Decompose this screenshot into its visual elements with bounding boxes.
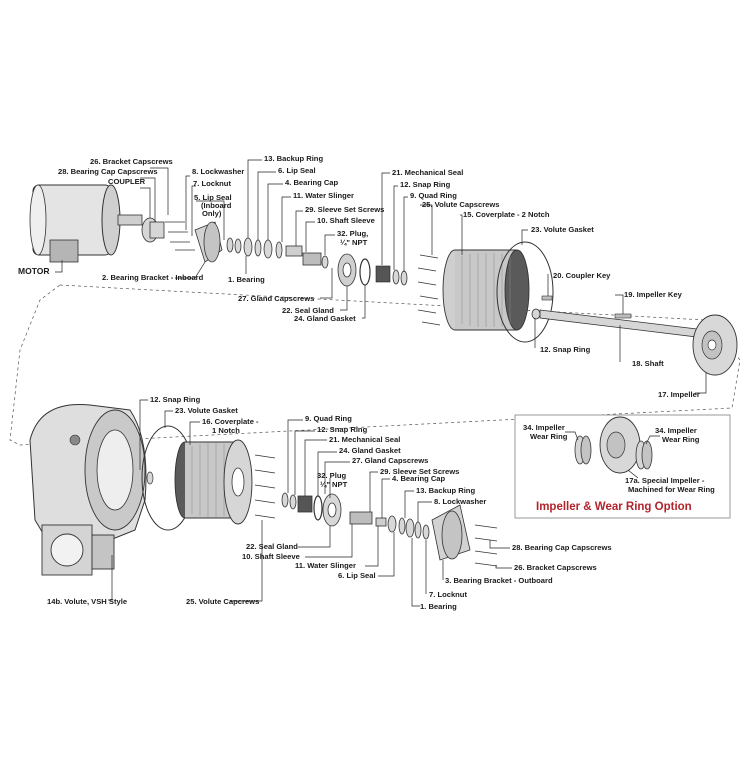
label-10-shaft-sleeve-top: 10. Shaft Sleeve [317,216,375,225]
label-4-bearing-cap-lower: 4. Bearing Cap [392,474,446,483]
label-22-seal-gland-lower: 22. Seal Gland [246,542,298,551]
option-wear-ring-right [635,440,653,470]
label-coupler: COUPLER [108,177,146,186]
label-12-snap-ring-top: 12. Snap Ring [400,180,451,189]
label-7-locknut-top: 7. Locknut [193,179,231,188]
outboard-seal-stack [281,492,342,527]
label-29-sleeve-set-screws-lower: 29. Sleeve Set Screws [380,467,459,476]
leader-lines [55,159,707,607]
label-19-impeller-key: 19. Impeller Key [624,290,683,299]
label-32-plug-line2-top: ¼" NPT [340,238,368,247]
bearing-bracket-outboard [431,504,471,561]
label-34-wear-ring-right-line2: Wear Ring [662,435,700,444]
label-34-wear-ring-left-line2: Wear Ring [530,432,568,441]
coupler-part [141,217,165,243]
label-24-gland-gasket-lower: 24. Gland Gasket [339,446,401,455]
label-25-volute-capscrews-top: 25. Volute Capscrews [422,200,500,209]
label-32-plug-line2-lower: ¼" NPT [320,480,348,489]
option-special-impeller [599,416,641,474]
dashed-axis-connector [9,284,741,446]
label-21-mechanical-seal-lower: 21. Mechanical Seal [329,435,400,444]
label-9-quad-ring-lower: 9. Quad Ring [305,414,352,423]
label-32-plug-line1-top: 32. Plug, [337,229,368,238]
option-title: Impeller & Wear Ring Option [536,501,692,513]
label-23-volute-gasket-top: 23. Volute Gasket [531,225,594,234]
coverplate-2-notch [442,249,530,331]
label-24-gland-gasket-top: 24. Gland Gasket [294,314,356,323]
label-3-bearing-bracket-outboard: 3. Bearing Bracket - Outboard [445,576,553,585]
label-8-lockwasher-lower: 8. Lockwasher [434,497,486,506]
label-16-coverplate-line1: 16. Coverplate - [202,417,259,426]
label-13-backup-ring-lower: 13. Backup Ring [416,486,475,495]
label-9-quad-ring-top: 9. Quad Ring [410,191,457,200]
label-32-plug-line1-lower: 32. Plug [317,471,346,480]
label-1-bearing-top: 1. Bearing [228,275,265,284]
label-4-bearing-cap-top: 4. Bearing Cap [285,178,339,187]
option-labels: 34. Impeller Wear Ring 34. Impeller Wear… [523,423,715,513]
label-7-locknut-lower: 7. Locknut [429,590,467,599]
label-6-lip-seal-lower: 6. Lip Seal [338,571,376,580]
label-29-sleeve-set-screws-top: 29. Sleeve Set Screws [305,205,384,214]
label-17a-special-impeller-line1: 17a. Special Impeller - [625,476,705,485]
motor [29,184,143,263]
mechanical-seal-inboard [375,265,408,286]
label-5-lip-seal-line3: Only) [202,209,222,218]
volute-gasket-inboard [496,241,554,343]
label-1-bearing-lower: 1. Bearing [420,602,457,611]
snap-ring-outboard-left [146,471,154,485]
bearing-bracket-inboard [194,221,223,263]
label-26-bracket-capscrews-lower: 26. Bracket Capscrews [514,563,597,572]
label-12-snap-ring-shaft: 12. Snap Ring [540,345,591,354]
label-15-coverplate-2-notch: 15. Coverplate - 2 Notch [463,210,550,219]
label-17a-special-impeller-line2: Machined for Wear Ring [628,485,715,494]
label-21-mechanical-seal-top: 21. Mechanical Seal [392,168,463,177]
label-27-gland-capscrews-top: 27. Gland Capscrews [238,294,314,303]
label-6-lip-seal-top: 6. Lip Seal [278,166,316,175]
label-34-wear-ring-right-line1: 34. Impeller [655,426,697,435]
label-10-shaft-sleeve-lower: 10. Shaft Sleeve [242,552,300,561]
shaft [531,295,706,339]
inboard-bearing-stack [226,237,329,269]
volute-capscrews-outboard [254,454,276,519]
label-17-impeller: 17. Impeller [658,390,700,399]
label-13-backup-ring-top: 13. Backup Ring [264,154,323,163]
outboard-bearing-stack [349,511,430,540]
volute-vsh-style [29,403,147,576]
label-5-lip-seal-line1: 5. Lip Seal [194,193,232,202]
label-12-snap-ring-lower: 12. Snap Ring [317,425,368,434]
label-27-gland-capscrews-lower: 27. Gland Capscrews [352,456,428,465]
label-16-coverplate-line2: 1 Notch [212,426,240,435]
bracket-capscrews-outboard [474,524,498,567]
label-23-volute-gasket-lower: 23. Volute Gasket [175,406,238,415]
label-11-water-slinger-lower: 11. Water Slinger [295,561,356,570]
label-26-bracket-capscrews-top: 26. Bracket Capscrews [90,157,173,166]
label-14b-volute-vsh-style: 14b. Volute, VSH Style [47,597,127,606]
label-motor: MOTOR [18,266,49,276]
label-2-bearing-bracket-inboard: 2. Bearing Bracket - Inboard [102,273,204,282]
label-18-shaft: 18. Shaft [632,359,664,368]
option-wear-ring-left [574,435,592,465]
part-labels: 26. Bracket Capscrews 28. Bearing Cap Ca… [18,154,700,611]
label-11-water-slinger-top: 11. Water Slinger [293,191,354,200]
label-8-lockwasher-top: 8. Lockwasher [192,167,244,176]
bracket-capscrews-inboard [165,221,195,251]
impeller [692,314,738,376]
label-5-lip-seal-line2: (Inboard [201,201,232,210]
coverplate-1-notch [174,439,253,525]
label-12-snap-ring-lower-left: 12. Snap Ring [150,395,201,404]
label-34-wear-ring-left-line1: 34. Impeller [523,423,565,432]
label-20-coupler-key: 20. Coupler Key [553,271,611,280]
volute-capscrews-inboard [417,254,441,326]
label-25-volute-capcrews-lower: 25. Volute Capcrews [186,597,259,606]
seal-gland-inboard [337,253,371,287]
label-28-bearing-cap-capscrews-top: 28. Bearing Cap Capscrews [58,167,158,176]
label-28-bearing-cap-capscrews-lower: 28. Bearing Cap Capscrews [512,543,612,552]
label-22-seal-gland-top: 22. Seal Gland [282,306,334,315]
